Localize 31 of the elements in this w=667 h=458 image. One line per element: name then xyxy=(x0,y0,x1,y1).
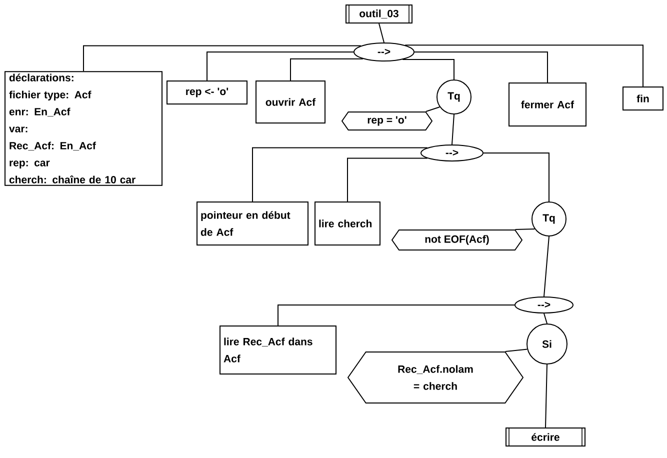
connector-line xyxy=(545,364,548,428)
action-box: lire cherch xyxy=(314,202,380,246)
connector-line xyxy=(378,23,384,43)
connector-line xyxy=(347,158,428,202)
action-box: fin xyxy=(622,86,664,110)
connector-line xyxy=(404,44,644,87)
action-box: fermer Acf xyxy=(508,82,586,126)
action-box: lire Rec_Acf dans Acf xyxy=(220,326,336,374)
connector-line xyxy=(252,147,428,202)
condition-hexagon: rep = 'o' xyxy=(341,112,433,130)
connector-line xyxy=(290,58,364,81)
connector-line xyxy=(452,114,454,145)
action-box: déclarations: fichier type: Acf enr: En_Acf var: Rec_Acf: En_Acf rep: car cherch: chaîne de 10 car xyxy=(4,71,162,186)
subroutine-box: écrire xyxy=(506,428,586,446)
action-box: ouvrir Acf xyxy=(256,80,326,124)
connector-line xyxy=(402,59,454,80)
connector-line xyxy=(544,313,548,324)
condition-hexagon: Rec_Acf.nolam = cherch xyxy=(347,352,524,404)
connector-line xyxy=(278,304,515,326)
connector-line xyxy=(544,236,550,297)
connector-line xyxy=(425,106,440,112)
subroutine-box: outil_03 xyxy=(346,4,412,24)
connector-line xyxy=(414,52,548,83)
connector-line xyxy=(483,152,550,202)
action-box: pointeur en début de Acf xyxy=(196,202,308,246)
condition-hexagon: not EOF(Acf) xyxy=(391,230,523,250)
connector-line xyxy=(514,228,536,230)
connector-line xyxy=(83,45,362,72)
connector-line xyxy=(206,52,354,81)
connector-line xyxy=(504,348,528,352)
action-box: rep <- 'o' xyxy=(166,80,248,104)
